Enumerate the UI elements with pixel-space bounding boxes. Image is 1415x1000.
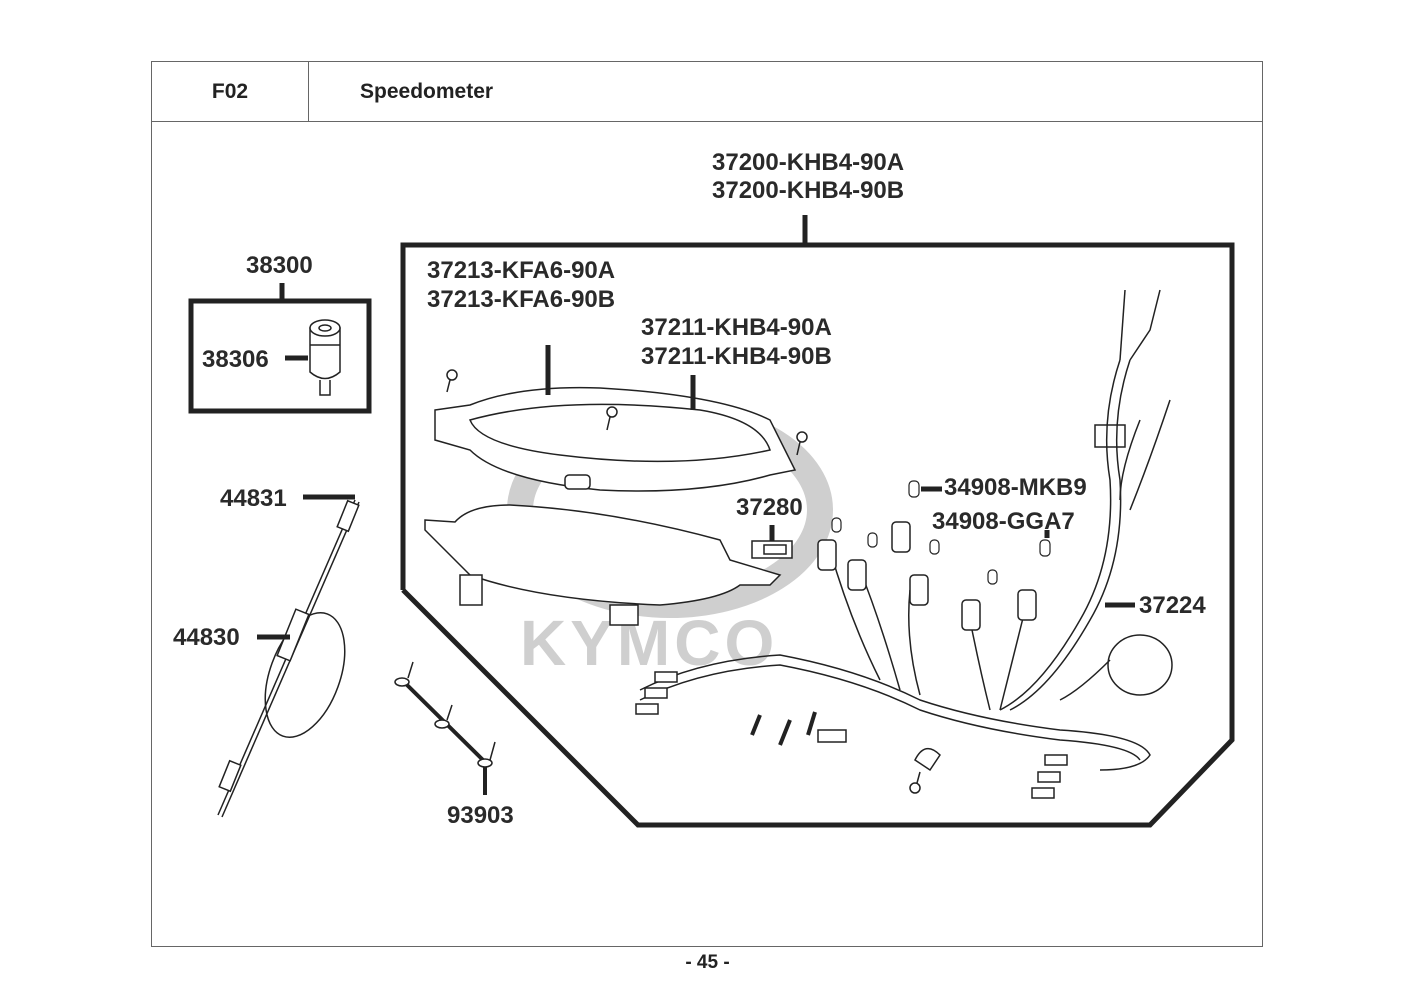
- lower-case-drawing: [424, 504, 782, 626]
- part-label-37211a: 37211-KHB4-90A: [641, 314, 832, 341]
- part-label-37200a: 37200-KHB4-90A: [712, 149, 905, 176]
- harness-screws: [750, 711, 921, 794]
- part-label-37211b: 37211-KHB4-90B: [641, 343, 832, 370]
- assembly-outline: [400, 215, 1235, 828]
- title-row: [151, 61, 1263, 122]
- part-label-37213a: 37213-KFA6-90A: [427, 257, 616, 284]
- part-label-44831: 44831: [220, 485, 287, 512]
- screws-drawing: [394, 661, 496, 795]
- part-label-37224: 37224: [1139, 592, 1206, 619]
- speedometer-cable-drawing: [217, 494, 360, 818]
- part-label-37280: 37280: [736, 494, 803, 521]
- part-label-37213b: 37213-KFA6-90B: [427, 286, 616, 313]
- gearbox-drawing: [285, 319, 341, 396]
- kymco-watermark-text: KYMCO: [520, 607, 778, 679]
- wire-harness-drawing: [639, 289, 1173, 771]
- part-label-34908-gga7: 34908-GGA7: [932, 508, 1075, 535]
- bulbs: [831, 480, 1135, 608]
- section-code: F02: [211, 79, 249, 103]
- page-number: - 45 -: [685, 952, 730, 973]
- upper-case-drawing: [434, 345, 797, 492]
- section-title: Speedometer: [360, 79, 494, 103]
- bulb-sockets: [817, 521, 1037, 631]
- case-screws: [446, 369, 808, 456]
- part-label-93903: 93903: [447, 802, 514, 829]
- part-label-37200b: 37200-KHB4-90B: [712, 177, 905, 204]
- connectors: [635, 671, 1068, 799]
- part-label-34908-mkb9: 34908-MKB9: [944, 474, 1087, 501]
- part-label-44830: 44830: [173, 624, 240, 651]
- part-label-38300: 38300: [246, 252, 313, 279]
- lcd-drawing: [751, 525, 793, 559]
- gearbox-outline: [188, 283, 372, 414]
- part-label-38306: 38306: [202, 346, 269, 373]
- diagram-frame: [151, 121, 1263, 947]
